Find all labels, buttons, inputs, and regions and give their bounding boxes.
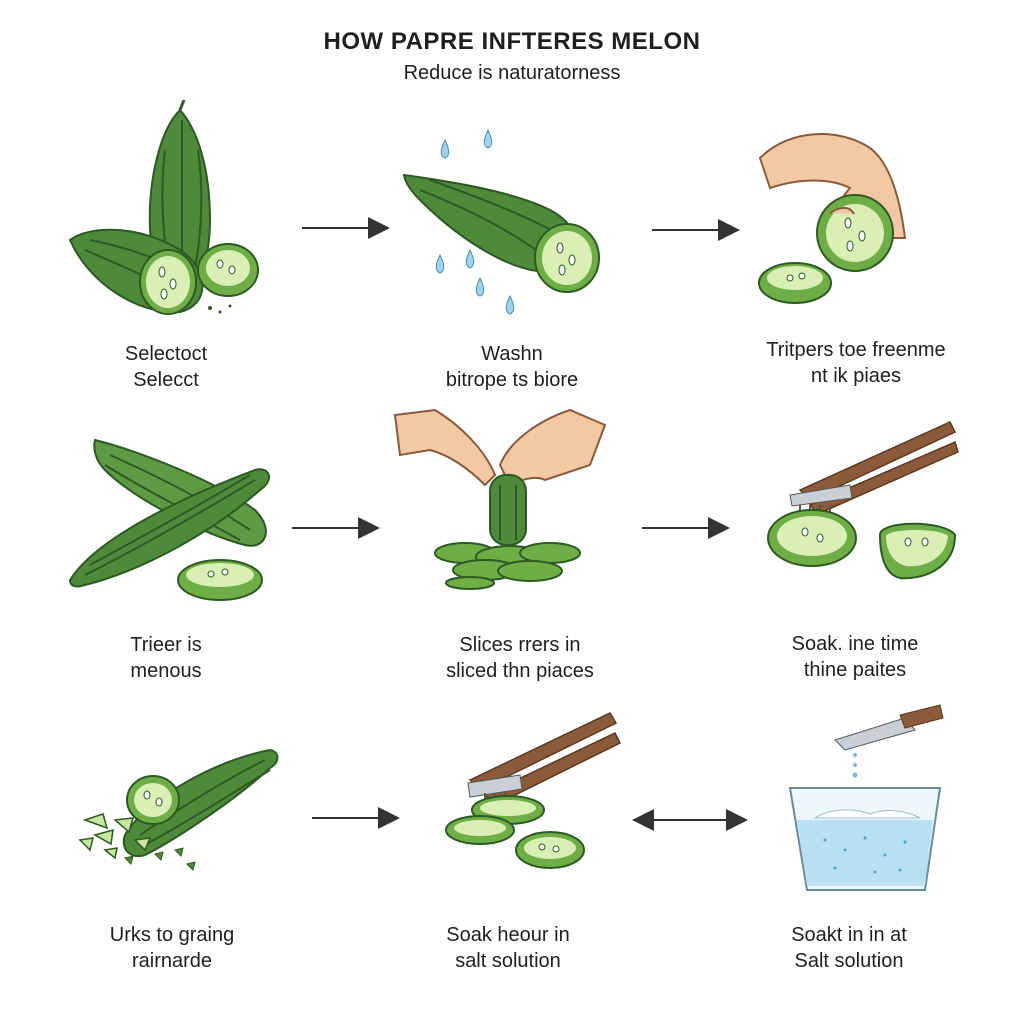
arrow-right-3 xyxy=(290,515,382,541)
bitter-melon-whole-icon xyxy=(60,100,270,330)
tongs-soak-icon xyxy=(440,705,630,875)
bitter-melon-wash-icon xyxy=(400,120,610,330)
hand-pick-slice-icon xyxy=(750,118,920,318)
salt-water-glass-icon xyxy=(785,700,945,900)
page-subtitle: Reduce is naturatorness xyxy=(403,62,621,84)
arrow-right-4 xyxy=(640,515,732,541)
arrow-right-5 xyxy=(310,805,402,831)
arrow-right-2 xyxy=(650,217,742,243)
hand-slicing-icon xyxy=(390,405,610,590)
arrow-double-6 xyxy=(630,806,750,834)
grated-melon-icon xyxy=(75,740,285,880)
arrow-right-1 xyxy=(300,215,392,241)
page-title: HOW PAPRE INFTERES MELON xyxy=(323,28,701,55)
bitter-melon-pair-icon xyxy=(65,430,285,610)
tongs-slices-icon xyxy=(760,410,960,590)
